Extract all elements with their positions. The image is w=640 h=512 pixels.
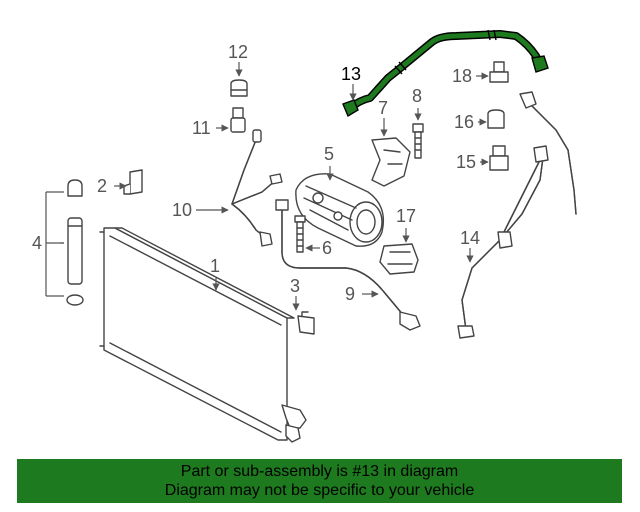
cap-part-12[interactable] (230, 79, 248, 97)
callout-7: 7 (378, 98, 388, 118)
bracket-part-7[interactable] (371, 137, 411, 187)
parts-diagram: 1 2 3 4 5 6 7 8 9 10 11 12 13 14 15 16 1… (32, 29, 577, 443)
callout-labels: 1 2 3 4 5 6 7 8 9 10 11 12 13 14 15 16 1… (32, 42, 480, 304)
banner-line-part: Part or sub-assembly is #13 in diagram (180, 463, 459, 480)
bracket-part-17[interactable] (379, 243, 419, 275)
callout-6: 6 (322, 238, 332, 258)
callout-12: 12 (228, 42, 248, 62)
part-info-banner: Part or sub-assembly is #13 in diagram D… (17, 459, 622, 503)
callout-13-highlighted: 13 (341, 64, 361, 84)
switch-part-11[interactable] (230, 107, 246, 133)
hose-part-14[interactable] (457, 91, 577, 339)
bolt-part-6[interactable] (294, 215, 306, 253)
callout-leaders (60, 62, 489, 311)
bracket-part-2[interactable] (123, 169, 143, 195)
callout-9: 9 (345, 284, 355, 304)
callout-17: 17 (396, 206, 416, 226)
callout-2: 2 (97, 176, 107, 196)
callout-4: 4 (32, 233, 42, 253)
compressor-part[interactable] (295, 173, 385, 247)
hose-part-9[interactable] (275, 199, 421, 331)
sensor-part-18[interactable] (489, 61, 509, 83)
callout-8: 8 (412, 86, 422, 106)
condenser-part[interactable] (99, 227, 307, 443)
hose-part-13-highlighted[interactable] (342, 29, 549, 118)
hose-part-10[interactable] (231, 129, 283, 247)
callout-15: 15 (456, 152, 476, 172)
callout-3: 3 (290, 276, 300, 296)
cap-part-16[interactable] (487, 109, 505, 129)
callout-14: 14 (460, 228, 480, 248)
callout-10: 10 (172, 200, 192, 220)
callout-18: 18 (452, 66, 472, 86)
bolt-part-8[interactable] (412, 123, 424, 159)
callout-5: 5 (324, 144, 334, 164)
callout-11: 11 (192, 118, 211, 138)
callout-1: 1 (210, 256, 220, 276)
receiver-drier-part[interactable] (45, 179, 84, 306)
clip-part-3[interactable] (297, 311, 315, 335)
banner-line-disclaimer: Diagram may not be specific to your vehi… (164, 482, 475, 499)
callout-16: 16 (454, 112, 474, 132)
valve-part-15[interactable] (489, 145, 509, 171)
